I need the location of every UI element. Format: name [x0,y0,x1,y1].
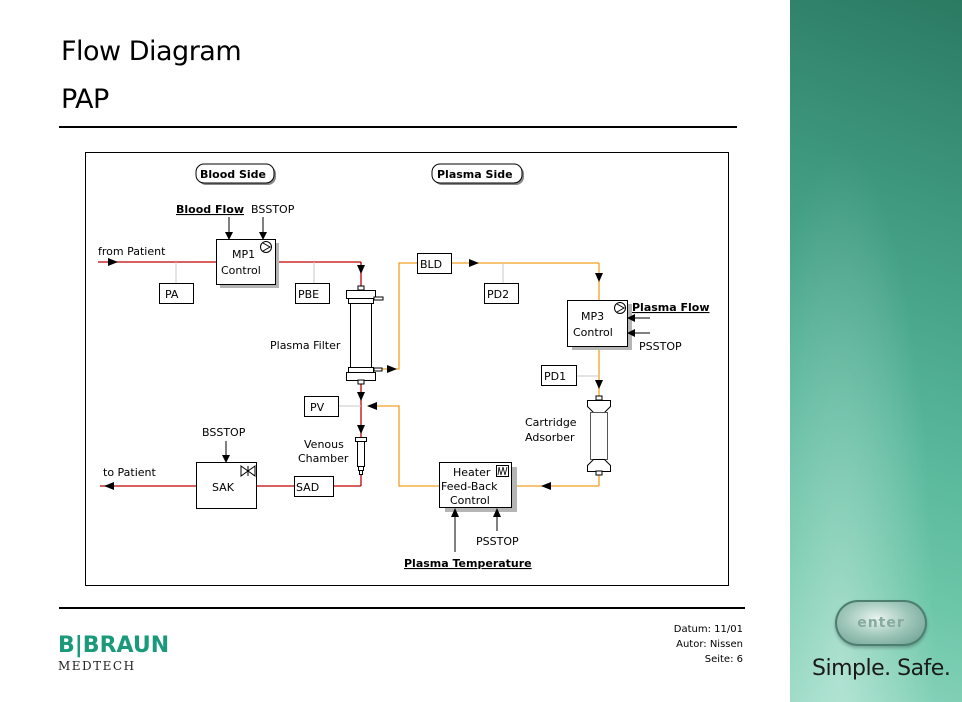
svg-text:Control: Control [450,494,490,507]
sensor-pv[interactable]: PV [304,396,339,417]
footer-page: Seite: 6 [704,654,743,665]
bsstop-sak-input: BSSTOP [202,426,246,439]
bsstop-input: BSSTOP [251,203,295,216]
plasma-filter-label: Plasma Filter [270,339,341,352]
blood-line [98,261,362,487]
mp1-control-box[interactable]: MP1 Control [216,239,280,289]
plasma-filter[interactable] [346,285,384,385]
cartridge-label-1: Cartridge [525,416,577,429]
sensor-sad[interactable]: SAD [294,476,334,497]
svg-text:PD2: PD2 [487,288,509,301]
svg-text:Blood Side: Blood Side [200,168,266,181]
sensor-pbe[interactable]: PBE [295,283,330,304]
footer-author: Autor: Nissen [676,639,743,650]
arrow-icon [108,258,118,266]
svg-text:Heater: Heater [453,466,491,479]
svg-text:MP1: MP1 [232,248,255,261]
svg-text:Plasma Side: Plasma Side [437,168,513,181]
page-subtitle: PAP [61,84,109,115]
pump-icon [614,302,626,314]
to-patient-label: to Patient [103,466,157,479]
arrow-icon [357,392,365,401]
logo-medtech: MEDTECH [58,659,136,673]
arrow-icon [357,265,365,274]
logo-braun: B|BRAUN [58,633,170,658]
sensor-bld[interactable]: BLD [417,253,452,274]
plasma-flow-input: Plasma Flow [632,301,710,314]
svg-text:Control: Control [221,264,261,277]
diagram-frame [85,152,729,586]
svg-text:Control: Control [573,326,613,339]
enter-button[interactable]: enter [835,600,927,646]
arrow-icon [541,482,551,490]
page-title: Flow Diagram [61,36,242,67]
slogan: Simple. Safe. [812,656,951,681]
svg-text:SAK: SAK [212,481,235,494]
side-panel: enter Simple. Safe. [790,0,962,702]
svg-text:Feed-Back: Feed-Back [441,480,498,493]
arrow-icon [451,508,459,517]
arrow-icon [357,425,365,434]
footer-divider [59,607,745,609]
pump-icon [260,241,272,253]
arrow-icon [627,329,635,337]
arrow-icon [469,259,479,267]
sensor-pa[interactable]: PA [159,283,194,304]
svg-text:PA: PA [165,288,179,301]
plasma-side-label: Plasma Side [431,163,524,185]
arrow-icon [493,508,501,517]
clamp-valve-icon [240,465,256,477]
from-patient-label: from Patient [98,245,166,258]
psstop-heater-input: PSSTOP [476,535,519,548]
svg-text:PD1: PD1 [544,370,566,383]
heater-control-box[interactable]: Heater Feed-Back Control [439,462,518,513]
arrow-icon [627,314,635,322]
venous-chamber-label-2: Chamber [298,452,349,465]
svg-text:SAD: SAD [296,481,319,494]
flow-arrows [104,258,603,490]
svg-text:MP3: MP3 [581,310,604,323]
arrow-icon [222,455,230,463]
footer-info: Datum: 11/01 Autor: Nissen Seite: 6 [674,622,743,667]
arrow-icon [595,273,603,282]
arrow-icon [367,402,377,410]
sensor-pd1[interactable]: PD1 [541,365,577,386]
arrow-icon [259,232,267,240]
heater-icon [496,465,509,477]
svg-text:PBE: PBE [298,288,319,301]
blood-flow-input: Blood Flow [176,203,244,216]
cartridge-label-2: Adsorber [525,431,575,444]
mp3-control-box[interactable]: MP3 Control [567,300,633,351]
svg-text:BLD: BLD [420,258,442,271]
company-logo: B|BRAUN MEDTECH [58,633,170,674]
blood-side-label: Blood Side [195,163,276,185]
sensor-pd2[interactable]: PD2 [484,283,519,304]
venous-chamber-label-1: Venous [304,438,344,451]
arrow-icon [387,365,397,373]
side-panel-shine [790,0,962,702]
plasma-temperature-input: Plasma Temperature [404,557,532,570]
cartridge-adsorber[interactable] [587,395,611,476]
venous-chamber[interactable] [355,437,367,475]
sensor-links [175,262,599,407]
header-divider [59,126,737,128]
flow-diagram: Blood Side Plasma Side [85,152,729,586]
arrow-icon [104,482,114,490]
footer-date: Datum: 11/01 [673,624,743,635]
arrow-icon [225,232,233,240]
svg-text:PV: PV [310,401,325,414]
arrow-icon [595,380,603,389]
psstop-mp3-input: PSSTOP [639,340,682,353]
sak-control-box[interactable]: SAK [196,462,257,509]
